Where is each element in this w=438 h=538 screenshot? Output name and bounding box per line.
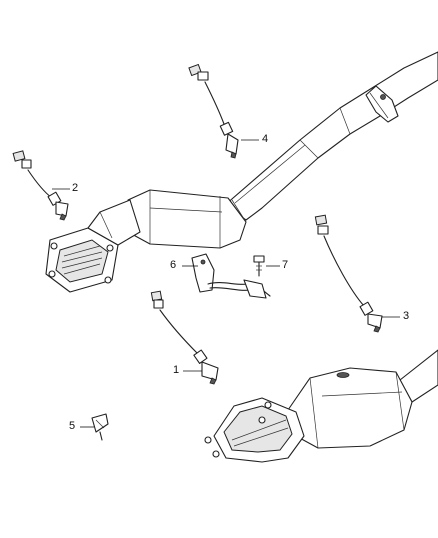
oxygen-sensor-4 <box>188 63 239 159</box>
callout-5: 5 <box>69 420 76 432</box>
bolt <box>253 255 265 277</box>
oxygen-sensor-1 <box>150 290 219 385</box>
pipe-clamp <box>365 85 399 123</box>
upper-catalytic-converter <box>127 189 247 249</box>
upper-exhaust-manifold-flange <box>45 199 141 293</box>
callout-7: 7 <box>282 259 289 271</box>
callout-4: 4 <box>262 133 269 145</box>
leader-lines <box>52 139 400 428</box>
callout-2: 2 <box>72 182 79 194</box>
callout-3: 3 <box>403 310 410 322</box>
callout-1: 1 <box>173 364 180 376</box>
oxygen-sensor-2 <box>12 150 69 221</box>
sensor-wiring-bracket <box>191 253 271 299</box>
oxygen-sensor-3 <box>314 214 383 333</box>
lower-catalytic-converter <box>287 367 413 449</box>
callout-6: 6 <box>170 259 177 271</box>
lower-exhaust-manifold <box>204 397 305 463</box>
clip <box>91 413 109 441</box>
upper-exhaust-pipe <box>224 51 438 221</box>
